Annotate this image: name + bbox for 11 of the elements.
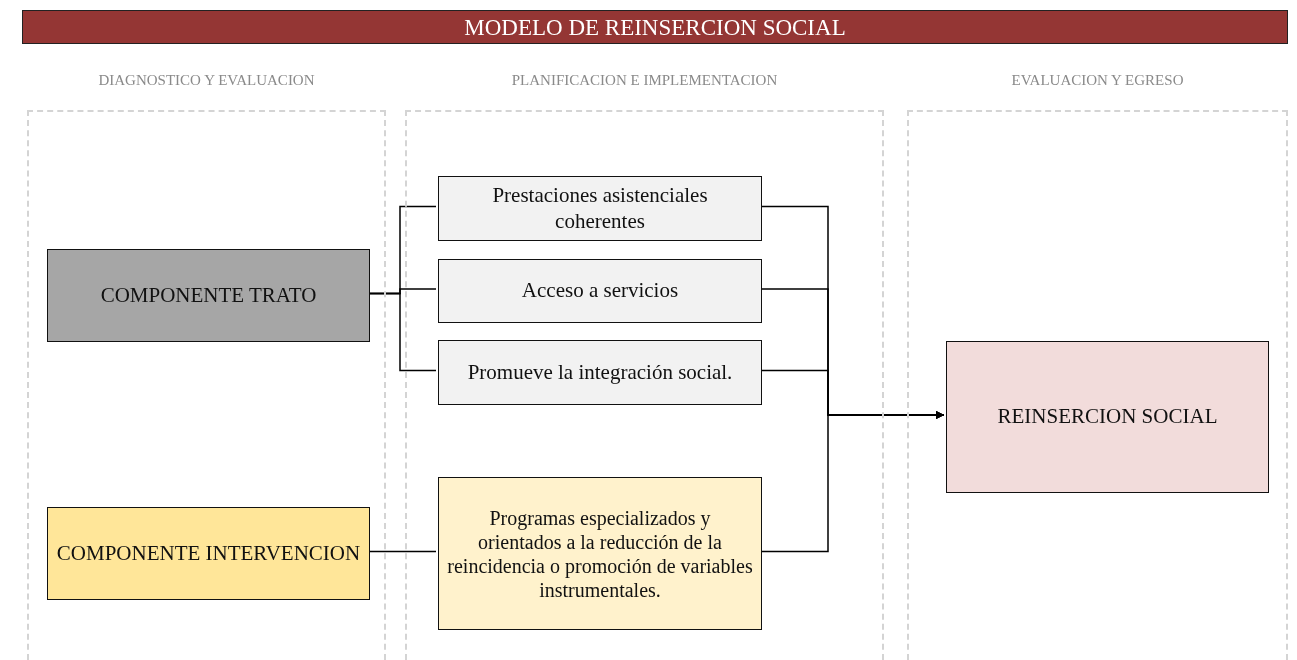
- lane-heading: DIAGNOSTICO Y EVALUACION: [97, 72, 316, 89]
- lane-heading: PLANIFICACION E IMPLEMENTACION: [510, 72, 779, 89]
- process-box: REINSERCION SOCIAL: [946, 341, 1269, 493]
- process-box: Programas especializados y orientados a la reducción de la reincidencia o promoción de variables instrumentales.: [438, 477, 762, 630]
- process-box: Acceso a servicios: [438, 259, 762, 323]
- process-box: Prestaciones asistenciales coherentes: [438, 176, 762, 241]
- process-box: COMPONENTE TRATO: [47, 249, 370, 342]
- process-box: COMPONENTE INTERVENCION: [47, 507, 370, 600]
- lane-heading: EVALUACION Y EGRESO: [1010, 72, 1185, 89]
- process-box: Promueve la integración social.: [438, 340, 762, 405]
- title-banner: MODELO DE REINSERCION SOCIAL: [22, 10, 1288, 44]
